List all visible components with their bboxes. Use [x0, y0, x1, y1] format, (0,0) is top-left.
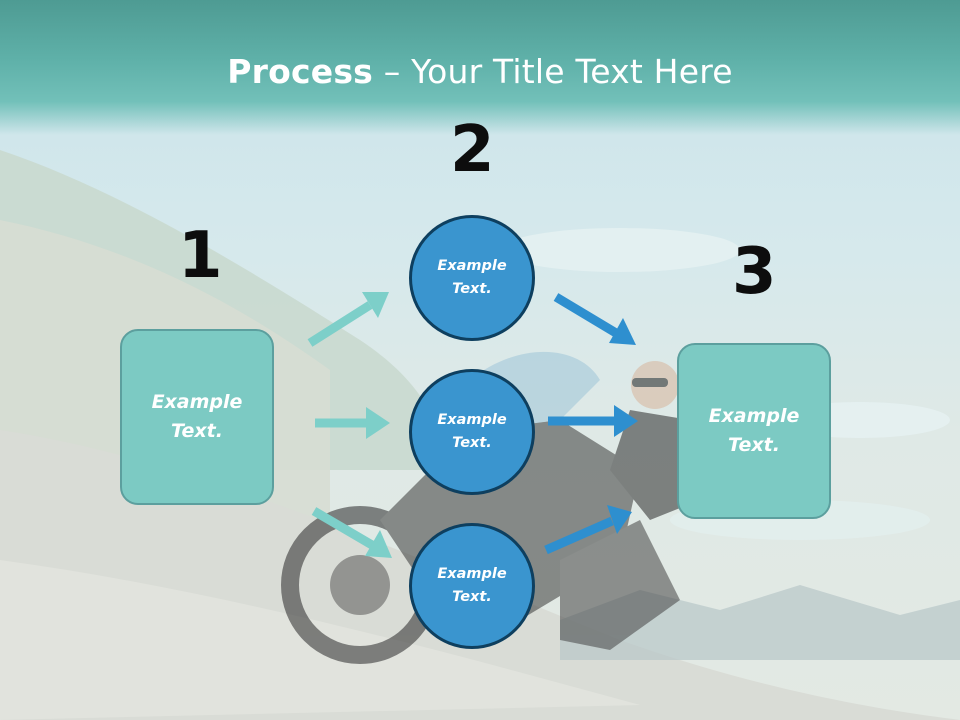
left-step-text: Example Text. — [151, 391, 243, 442]
title-bold: Process — [227, 52, 374, 91]
circle-bottom-text: Example Text. — [437, 566, 507, 605]
arrow-left-to-bottom — [311, 507, 392, 558]
arrow-bottom-to-right — [544, 505, 632, 555]
step-number-2: 2 — [450, 113, 495, 187]
arrow-left-to-middle — [315, 407, 390, 439]
left-step-box: Example Text. — [120, 329, 274, 505]
title-rest: – Your Title Text Here — [373, 52, 733, 91]
arrow-left-to-top — [307, 292, 389, 347]
arrow-top-to-right — [553, 293, 636, 345]
header-band — [0, 0, 960, 135]
circle-middle-text: Example Text. — [437, 412, 507, 451]
step-number-1: 1 — [178, 219, 223, 293]
circle-top: Example Text. — [409, 215, 535, 341]
circle-middle: Example Text. — [409, 369, 535, 495]
right-step-box: Example Text. — [677, 343, 831, 519]
page-title: Process – Your Title Text Here — [0, 52, 960, 91]
step-number-3: 3 — [732, 235, 777, 309]
circle-bottom: Example Text. — [409, 523, 535, 649]
arrow-middle-to-right — [548, 405, 638, 437]
right-step-text: Example Text. — [708, 405, 800, 456]
circle-top-text: Example Text. — [437, 258, 507, 297]
